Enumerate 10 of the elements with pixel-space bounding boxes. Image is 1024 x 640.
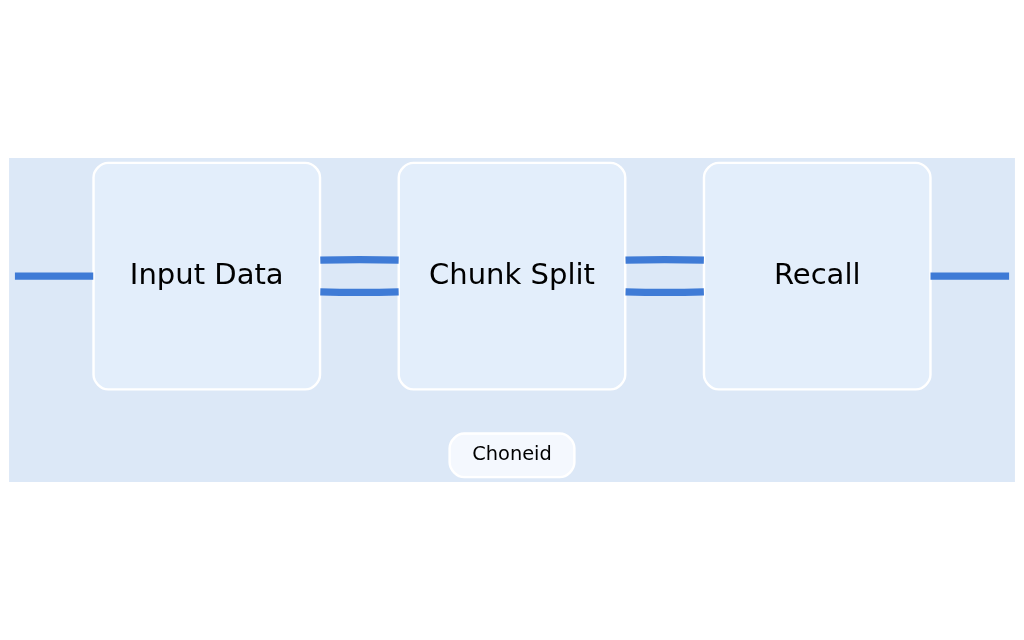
connector — [320, 288, 399, 297]
node-box: Choneid — [448, 432, 576, 479]
connector — [14, 272, 94, 280]
node-box: Recall — [702, 161, 932, 391]
connector — [625, 256, 704, 264]
connector — [320, 256, 399, 264]
connector — [930, 272, 1010, 280]
node-box: Chunk Split — [397, 161, 627, 391]
node-box: Input Data — [92, 161, 322, 391]
connector — [625, 288, 704, 297]
